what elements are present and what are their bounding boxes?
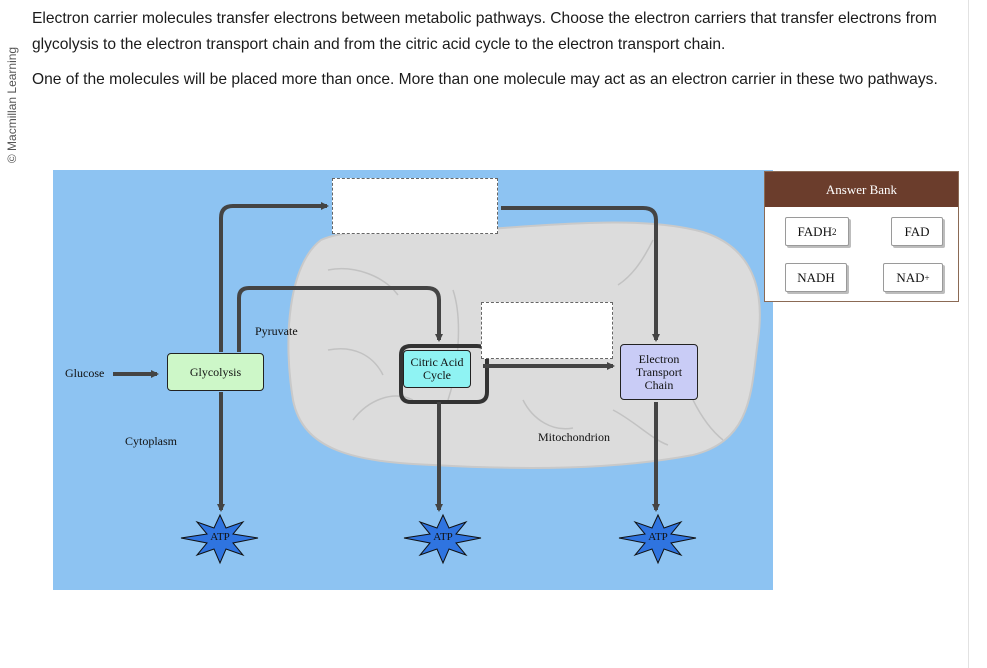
- citric-cycle-loop: [399, 344, 489, 404]
- glycolysis-label: Glycolysis: [189, 364, 242, 379]
- cytoplasm-label: Cytoplasm: [125, 434, 178, 448]
- electron-transport-chain-box: Electron Transport Chain: [620, 344, 698, 400]
- glycolysis-box: Glycolysis: [167, 353, 264, 391]
- mitochondrion-label: Mitochondrion: [538, 430, 610, 444]
- citric-label-line2: Cycle: [423, 368, 451, 382]
- etc-label-line3: Chain: [644, 377, 674, 392]
- atp-label-3: ATP: [648, 531, 668, 543]
- atp-label-1: ATP: [210, 531, 230, 543]
- metabolic-pathway-diagram: Glucose Glycolysis Pyruvate Cytoplasm Ci…: [53, 170, 773, 590]
- etc-label-line2: Transport: [635, 364, 683, 379]
- pyruvate-label: Pyruvate: [255, 324, 298, 338]
- glucose-label: Glucose: [65, 366, 105, 380]
- atp-label-2: ATP: [433, 531, 453, 543]
- answer-drop-zone-citric-to-etc[interactable]: [481, 302, 613, 359]
- answer-chip-fad[interactable]: FAD: [891, 217, 943, 246]
- question-text: Electron carrier molecules transfer elec…: [32, 10, 937, 53]
- etc-label-line1: Electron: [638, 351, 680, 366]
- citric-label-line1: Citric Acid: [410, 355, 464, 369]
- atp-star-3: [618, 513, 697, 565]
- citric-acid-cycle-box: Citric Acid Cycle: [403, 350, 471, 388]
- answer-chip-nadh[interactable]: NADH: [785, 263, 847, 292]
- question-instructions: One of the molecules will be placed more…: [32, 71, 938, 88]
- arrow-top-box-to-etc: [501, 206, 660, 342]
- arrow-glycolysis-to-top-box: [219, 202, 329, 352]
- atp-star-1: [180, 513, 259, 565]
- answer-chip-nad-plus[interactable]: NAD+: [883, 263, 943, 292]
- copyright-label: © Macmillan Learning: [5, 46, 19, 164]
- arrow-pyruvate-to-citric: [237, 286, 443, 352]
- answer-drop-zone-glycolysis-to-etc[interactable]: [332, 178, 498, 234]
- answer-bank-title: Answer Bank: [765, 172, 958, 207]
- atp-star-2: [403, 513, 482, 565]
